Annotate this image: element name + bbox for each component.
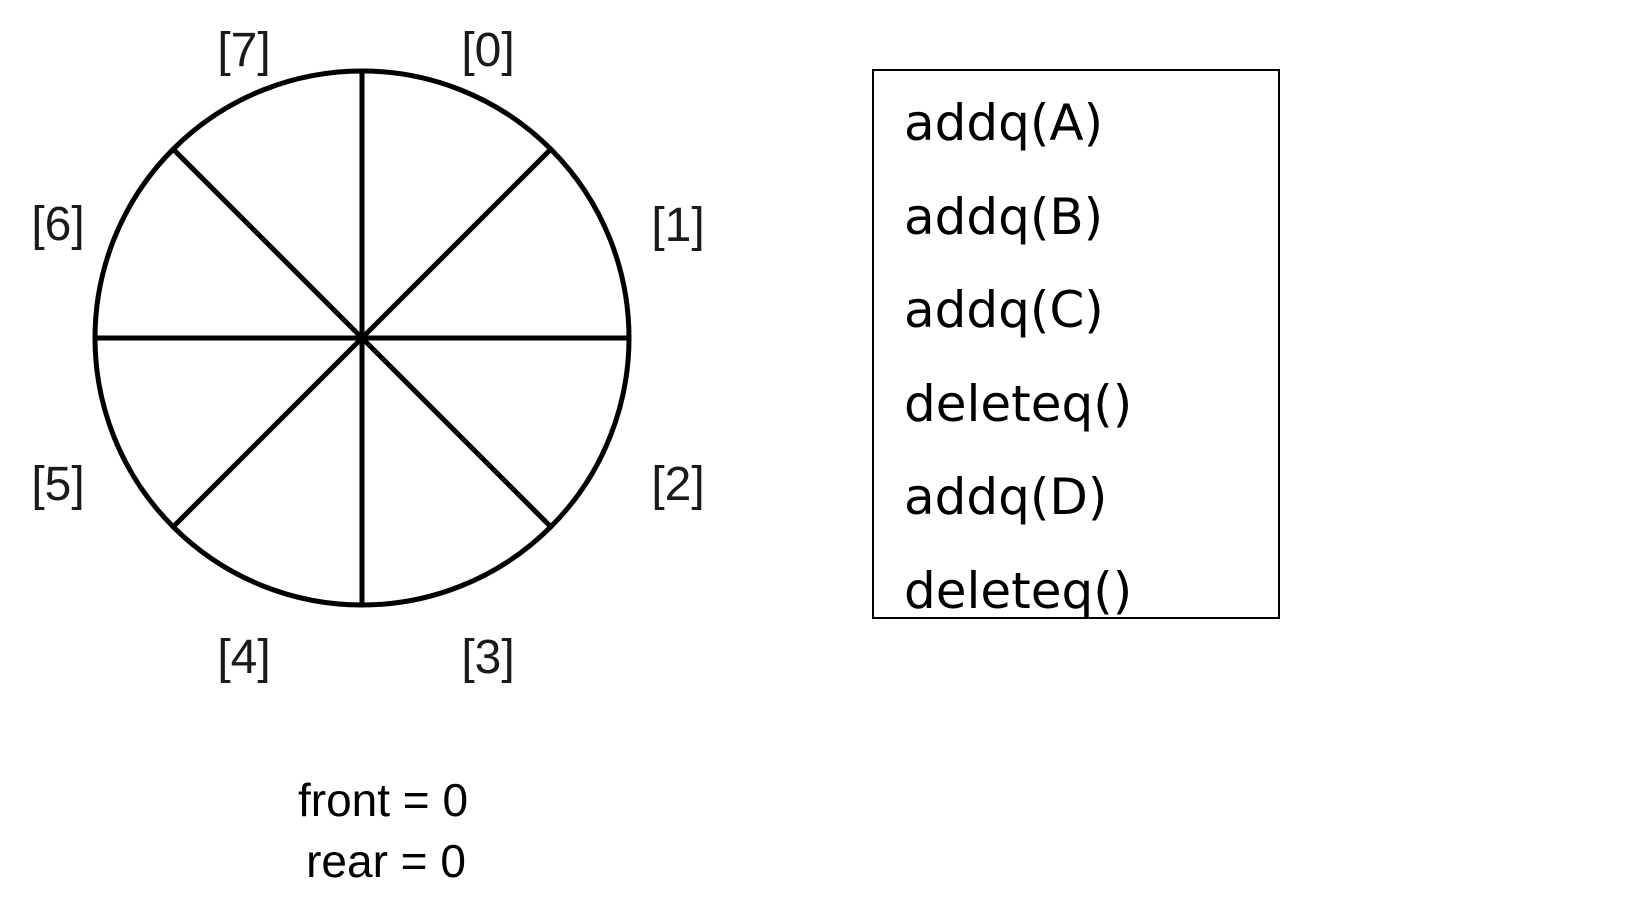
slot-label-1: [1] — [651, 199, 704, 252]
operation-item: addq(A) — [904, 94, 1104, 152]
slot-label-6: [6] — [31, 198, 84, 251]
rear-pointer-label: rear = 0 — [306, 835, 466, 887]
operations-list: addq(A) addq(B) addq(C) deleteq() addq(D… — [872, 69, 1280, 620]
front-pointer-label: front = 0 — [298, 774, 468, 826]
slot-labels: [0] [1] [2] [3] [4] [5] [6] [7] — [31, 24, 704, 684]
queue-circle-group — [92, 68, 632, 608]
operation-item: addq(D) — [904, 468, 1108, 526]
slot-label-3: [3] — [461, 631, 514, 684]
slot-label-5: [5] — [31, 458, 84, 511]
slot-label-4: [4] — [217, 631, 270, 684]
queue-state: front = 0 rear = 0 — [298, 774, 468, 887]
slot-label-7: [7] — [217, 24, 270, 77]
operation-item: deleteq() — [904, 374, 1133, 433]
operation-item: deleteq() — [904, 561, 1133, 620]
slot-label-0: [0] — [461, 24, 514, 77]
divider-diagonal-down — [171, 147, 553, 529]
operation-item: addq(B) — [904, 187, 1104, 246]
slot-label-2: [2] — [651, 458, 704, 511]
operation-item: addq(C) — [904, 281, 1104, 339]
